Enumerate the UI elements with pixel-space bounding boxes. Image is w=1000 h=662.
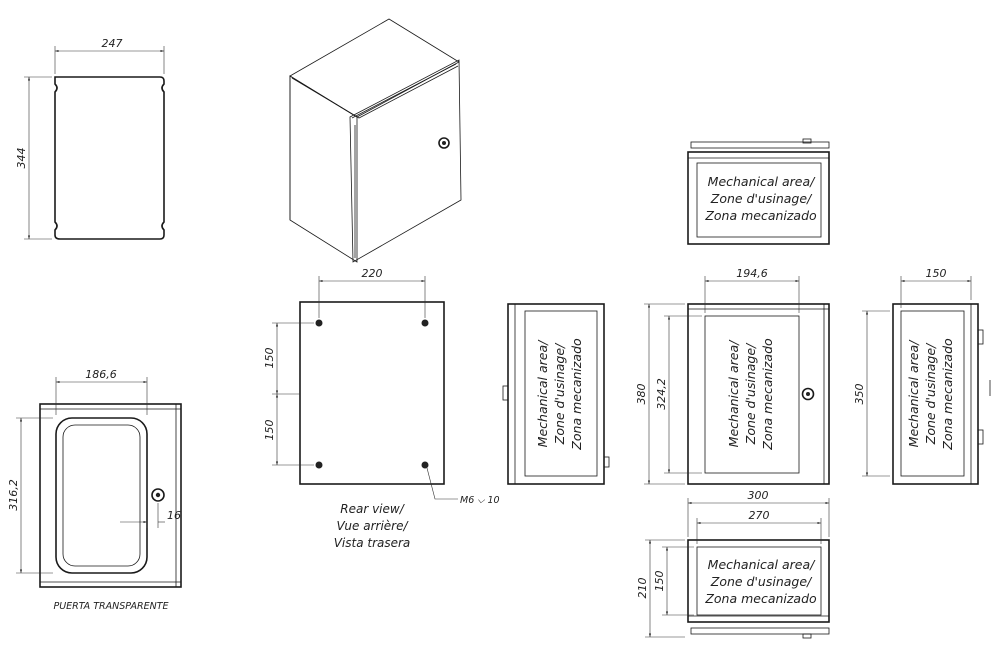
- window-height-dim: 316,2: [7, 479, 20, 511]
- enclosure-door-face: [349, 59, 462, 263]
- bottom-view: Mechanical area/ Zone d'usinage/ Zona me…: [636, 489, 830, 639]
- window-width-dim: 186,6: [85, 368, 117, 381]
- svg-text:Mechanical area/: Mechanical area/: [726, 339, 741, 447]
- bottom-inner-depth-dim: 150: [653, 571, 666, 592]
- svg-text:Zona mecanizado: Zona mecanizado: [940, 338, 955, 451]
- front-height-dim: 380: [635, 384, 648, 405]
- svg-text:Zona mecanizado: Zona mecanizado: [704, 591, 817, 606]
- left-side-view: Mechanical area/ Zone d'usinage/ Zona me…: [502, 303, 610, 485]
- rear-view-label-en: Rear view/: [340, 502, 405, 516]
- svg-text:Zone d'usinage/: Zone d'usinage/: [923, 342, 938, 445]
- mounting-hole-icon: [315, 319, 323, 327]
- front-inner-height-dim: 324,2: [655, 378, 668, 410]
- side-width-dim: 150: [926, 267, 947, 280]
- door-panel-outline: [54, 76, 165, 240]
- svg-text:Zone d'usinage/: Zone d'usinage/: [743, 342, 758, 445]
- front-inner-width-dim: 194,6: [736, 267, 768, 280]
- bottom-depth-dim: 210: [636, 578, 649, 599]
- mounting-hole-icon: [421, 461, 429, 469]
- rear-view-outline: [299, 301, 445, 485]
- door-width-dim: 247: [102, 37, 123, 50]
- svg-text:Zone d'usinage/: Zone d'usinage/: [710, 191, 813, 206]
- enclosure-side-face: [289, 75, 358, 263]
- rear-horizontal-dim: 220: [362, 267, 383, 280]
- svg-text:Mechanical area/: Mechanical area/: [906, 339, 921, 447]
- bottom-view-outline: [687, 539, 830, 623]
- svg-text:Mechanical area/: Mechanical area/: [708, 557, 816, 572]
- right-side-outline: [892, 303, 979, 485]
- lock-offset-dim: 16: [167, 509, 181, 522]
- mounting-hole-icon: [421, 319, 429, 327]
- front-view-outline: [687, 303, 830, 485]
- bottom-width-dim: 300: [748, 489, 769, 502]
- door-height-dim: 344: [15, 148, 28, 169]
- svg-text:Zona mecanizado: Zona mecanizado: [704, 208, 817, 223]
- svg-text:Zone d'usinage/: Zone d'usinage/: [710, 574, 813, 589]
- rear-vertical-top-dim: 150: [263, 348, 276, 369]
- transparent-door-lock-icon: [151, 488, 165, 502]
- enclosure-lock-icon: [438, 137, 450, 149]
- transparent-door-view: 186,6 316,2 16 PUERTA TRANSPARENTE: [7, 368, 182, 612]
- svg-text:Mechanical area/: Mechanical area/: [708, 174, 816, 189]
- front-view: Mechanical area/ Zone d'usinage/ Zona me…: [635, 267, 830, 485]
- svg-text:Zone d'usinage/: Zone d'usinage/: [552, 342, 567, 445]
- rear-view: 220 150 150 M6 ⌵ 10 Rear view/ Vue arriè…: [263, 267, 500, 550]
- door-panel-view: 247 344: [15, 37, 165, 240]
- top-view-outline: [687, 151, 830, 245]
- front-lock-icon: [801, 387, 815, 401]
- svg-text:Mechanical area/: Mechanical area/: [535, 339, 550, 447]
- svg-text:Zona mecanizado: Zona mecanizado: [760, 338, 775, 451]
- right-side-view: Mechanical area/ Zone d'usinage/ Zona me…: [853, 267, 991, 485]
- rear-vertical-bottom-dim: 150: [263, 420, 276, 441]
- top-view: Mechanical area/ Zone d'usinage/ Zona me…: [687, 138, 830, 245]
- transparent-door-label: PUERTA TRANSPARENTE: [53, 601, 168, 612]
- svg-text:Zona mecanizado: Zona mecanizado: [569, 338, 584, 451]
- enclosure-top-face: [289, 18, 460, 118]
- isometric-enclosure-view: [289, 18, 462, 263]
- transparent-door-outline: [39, 403, 182, 588]
- screw-spec: M6 ⌵ 10: [460, 495, 500, 506]
- rear-view-label-fr: Vue arrière/: [336, 519, 409, 533]
- side-height-dim: 350: [853, 384, 866, 405]
- bottom-inner-width-dim: 270: [749, 509, 770, 522]
- rear-view-label-es: Vista trasera: [334, 536, 411, 550]
- mounting-hole-icon: [315, 461, 323, 469]
